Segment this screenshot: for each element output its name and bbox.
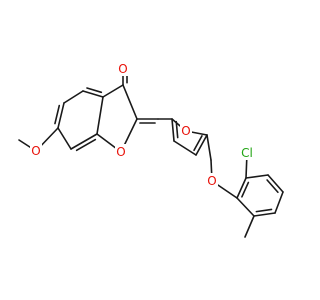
double-bond-line — [255, 208, 273, 213]
double-bond-line — [54, 104, 61, 125]
double-bond-line — [241, 181, 250, 198]
furanone-ring-oxygen-atom: O — [115, 144, 127, 159]
carbonyl-oxygen-atom: O — [117, 61, 129, 76]
furan-oxygen-label: O — [181, 124, 190, 138]
bond-line — [253, 212, 276, 217]
bond-line — [63, 90, 84, 104]
bond-line — [244, 215, 255, 238]
bond-line — [236, 197, 255, 217]
atom-label-layer: O O O O O Cl — [30, 61, 257, 188]
bond-line — [70, 133, 98, 150]
bond-line — [57, 127, 72, 150]
double-bond-line — [266, 179, 279, 194]
double-bond-line — [193, 135, 203, 152]
carbonyl-oxygen-label: O — [118, 62, 127, 76]
chlorine-label: Cl — [241, 146, 253, 160]
bond-line — [195, 134, 208, 156]
double-bond-line — [75, 138, 97, 152]
double-bond-line — [86, 87, 103, 94]
bond-line — [245, 174, 269, 179]
bond-line — [173, 140, 197, 156]
bond-line — [122, 84, 138, 120]
chlorine-atom: Cl — [238, 145, 257, 160]
furan-oxygen-atom: O — [180, 123, 192, 138]
bond-line — [267, 174, 284, 193]
furanone-ring-oxygen-label: O — [116, 145, 125, 159]
methoxy-oxygen-label: O — [31, 144, 40, 158]
bond-line — [82, 90, 104, 98]
bond-line — [206, 134, 212, 161]
ether-oxygen-atom: O — [206, 173, 218, 188]
bond-line — [171, 118, 175, 142]
double-bond-line — [175, 120, 179, 139]
bond-line — [236, 177, 247, 199]
bond-layer — [18, 68, 284, 238]
methoxy-oxygen-atom: O — [30, 143, 42, 158]
bond-line — [102, 84, 124, 98]
bond-line — [274, 191, 284, 214]
bond-line — [96, 96, 104, 135]
ether-oxygen-label: O — [207, 174, 216, 188]
bond-line — [57, 102, 65, 129]
molecule-structure: O O O O O Cl — [18, 61, 284, 238]
